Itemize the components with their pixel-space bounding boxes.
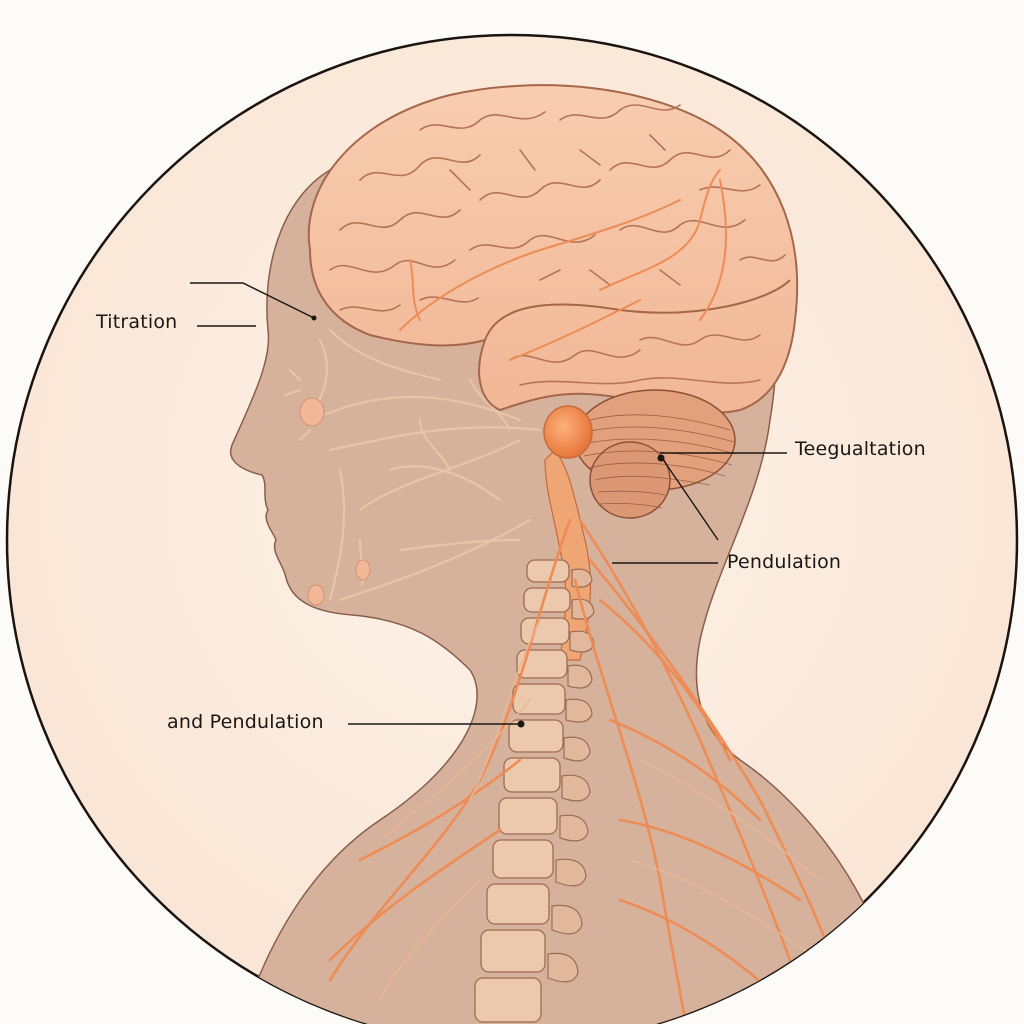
peripheral-nerves	[379, 619, 821, 1001]
leader-lines	[190, 282, 787, 725]
cerebrum	[307, 84, 799, 414]
label-and-pendulation: and Pendulation	[167, 711, 324, 733]
spinal-column	[474, 559, 571, 1023]
leader-dots	[311, 315, 665, 728]
cerebellum	[574, 389, 736, 519]
label-titration: Titration	[96, 311, 178, 333]
pons	[543, 405, 593, 459]
cerebral-arteries	[399, 169, 727, 361]
label-teegualtation: Teegualtation	[795, 438, 926, 460]
spinal-processes	[547, 568, 595, 983]
label-pendulation: Pendulation	[727, 551, 842, 573]
facial-glands	[299, 397, 371, 606]
brain-gyri	[329, 104, 786, 386]
